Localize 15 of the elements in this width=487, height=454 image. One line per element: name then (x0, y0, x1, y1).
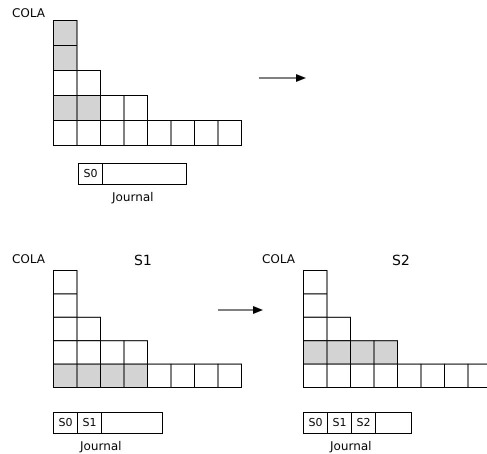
journal-entry: S0 (54, 413, 78, 433)
journal-entry: S1 (78, 413, 102, 433)
arrow (218, 306, 263, 314)
journal-entry: S0 (79, 164, 103, 184)
structure-label: COLA (262, 252, 295, 266)
step-title: S1 (134, 254, 152, 268)
journal-label: Journal (330, 439, 372, 453)
structure-label: COLA (12, 6, 45, 20)
journal-entry: S2 (352, 413, 376, 433)
journal-label: Journal (112, 190, 154, 204)
journal-entry: S1 (328, 413, 352, 433)
structure-label: COLA (12, 252, 45, 266)
step-title: S2 (392, 254, 410, 268)
journal-label: Journal (80, 439, 122, 453)
journal-entry: S0 (304, 413, 328, 433)
